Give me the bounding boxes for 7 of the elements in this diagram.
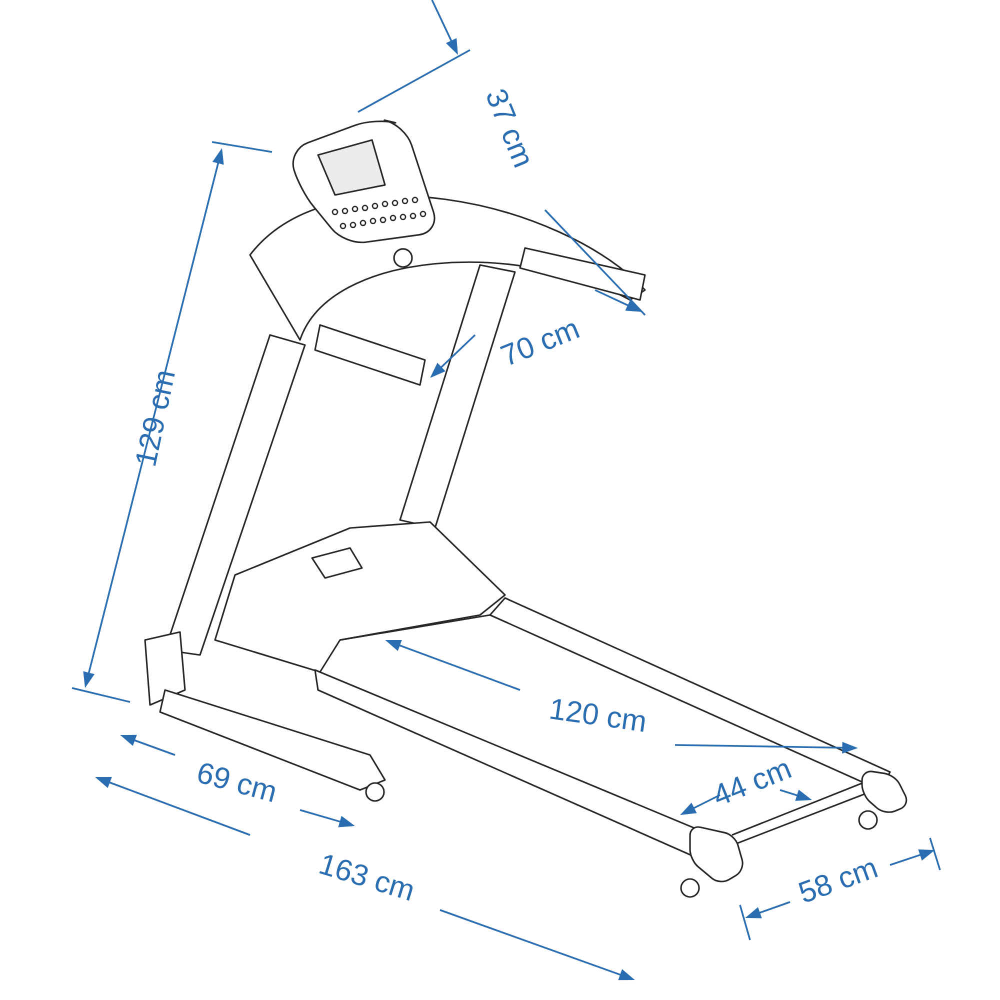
dimension-label: 37 cm [487, 89, 529, 168]
dimension-label: 70 cm [500, 323, 580, 365]
dimension-label: 44 cm [716, 763, 792, 803]
dimension-label: 163 cm [319, 855, 413, 901]
dimension-label: 58 cm [798, 862, 878, 902]
dimension-label: 69 cm [198, 763, 275, 802]
dimension-label: 120 cm [550, 699, 645, 732]
